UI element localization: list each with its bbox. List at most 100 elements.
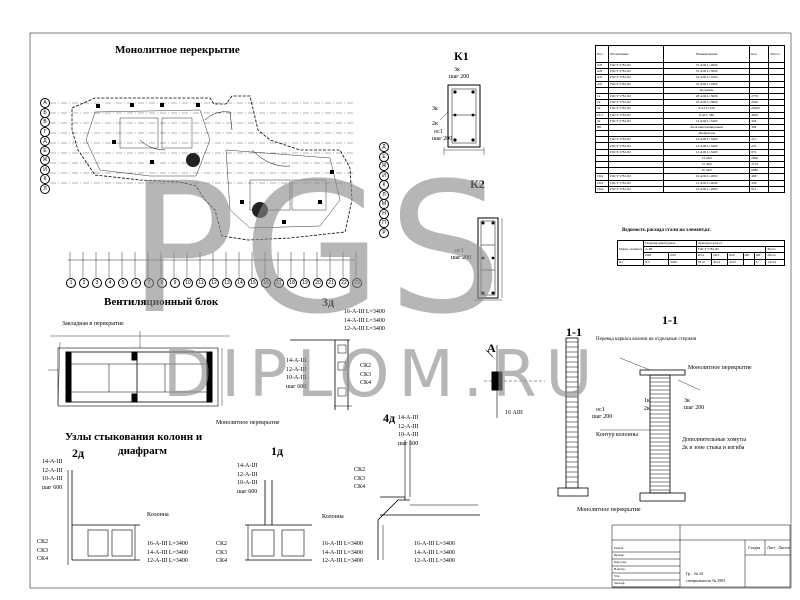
stamp-row-label: Консульт. <box>614 560 627 564</box>
title-nodes-2: диафрагм <box>118 445 167 457</box>
node-2d-left: 14-А-III 12-А-III 10-А-III шаг 600 <box>42 458 62 492</box>
spec-h-designation: Обозначение <box>607 45 665 63</box>
k1-side-note-3: ос1 <box>434 129 443 135</box>
axis-mark-left: К <box>40 174 50 184</box>
node-2d-ck: СК2 СК3 СК4 <box>37 538 48 564</box>
node-2d-ck-1: СК2 <box>37 539 49 545</box>
spec-cell: 10 АIII L=2600 <box>663 185 751 193</box>
steel-cell-3: 2462 <box>668 258 697 266</box>
slab-outline <box>71 95 353 241</box>
steel-cell-4: 6712 <box>695 258 713 266</box>
node-4d-bar-2: 14-А-III L=3400 <box>414 549 455 556</box>
node-1d-bar-3: 12-А-III L=3400 <box>322 558 363 564</box>
k2-note-2: шаг 200 <box>451 255 472 261</box>
sec11-contour: Контур колонны <box>596 432 638 438</box>
dim-ticks <box>69 252 357 278</box>
vent-embed-note: Закладная в перекрытие <box>62 321 124 327</box>
node-2d-bar-1: 16-А-III L=3400 <box>147 541 188 547</box>
steel-cell-8: 6 <box>754 258 767 266</box>
axis-mark-number: 6 <box>131 278 141 288</box>
k1-top-note-2: шаг 200 <box>449 74 470 80</box>
steel-cell-2: 8,5 <box>643 258 670 266</box>
title-node-4d: 4д <box>383 411 396 425</box>
plan-axis-lines <box>50 102 355 184</box>
title-1-1-right: 1-1 <box>662 313 678 327</box>
steel-cell-9: 14714 <box>765 258 785 266</box>
node-2d-ck-3: СК4 <box>37 556 49 562</box>
node-4d-left-3: 10-А-III <box>398 432 419 438</box>
node-2d-drawing <box>67 470 140 565</box>
axis-mark-right: Р <box>379 227 389 238</box>
outer-frame <box>29 32 792 589</box>
k2-note-1: ос1 <box>455 248 464 254</box>
k1-section <box>439 84 485 155</box>
title-node-3d: 3д <box>322 295 335 309</box>
node-3d-bar-2: 14-А-III L=3400 <box>344 317 385 324</box>
node-3d-ck-3: СК4 <box>360 380 372 386</box>
sec11-bottom: Монолитное перекрытие <box>577 507 641 513</box>
axis-mark-number: 1 <box>66 278 76 288</box>
axis-mark-number: 16 <box>261 278 271 288</box>
title-k2: К2 <box>470 177 485 191</box>
title-monolith: Монолитное перекрытие <box>115 44 240 56</box>
stamp-row-label: Провер. <box>614 553 625 557</box>
node-4d-ck: СК2 СК3 СК4 <box>354 466 365 492</box>
slab-plan <box>50 95 357 278</box>
axis-mark-number: 4 <box>105 278 115 288</box>
steel-table: Марка элемента Изделия арматурные Армату… <box>616 239 786 266</box>
axis-mark-number: 11 <box>196 278 206 288</box>
stamp-stage: Стадия <box>748 545 761 550</box>
axis-mark-number: 17 <box>274 278 284 288</box>
node-2d-left-1: 14-А-III <box>42 459 63 465</box>
axis-mark-number: 10 <box>183 278 193 288</box>
node-4d-bars: 16-А-III L=3400 14-А-III L=3400 12-А-III… <box>414 540 455 566</box>
axis-mark-left: В <box>40 117 50 127</box>
vent-block <box>48 331 230 407</box>
stamp-group-2: специальность № 2903 <box>686 578 726 583</box>
sec11-extra-1: Дополнительные хомуты <box>682 437 747 443</box>
axis-mark-number: 13 <box>222 278 232 288</box>
stamp-frame <box>611 524 791 588</box>
node-3d-bars: 16-А-III L=3400 14-А-III L=3400 12-А-III… <box>344 308 385 334</box>
k1-side-note-2: 2к <box>432 121 438 127</box>
node-4d-left-1: 14-А-III <box>398 415 419 421</box>
node-3d-left: 14-А-III 12-А-III 10-А-III шаг 600 <box>286 357 306 391</box>
node-3d-ck: СК2 СК3 СК4 <box>360 362 371 388</box>
shaft-2 <box>252 202 268 218</box>
node-3d-bar-3: 12-А-III L=3400 <box>344 326 385 332</box>
axis-mark-left: И <box>40 164 50 175</box>
axis-mark-number: 22 <box>339 278 349 288</box>
plan-columns <box>96 103 334 224</box>
node-3d-bar-1: 16-А-III L=3400 <box>344 309 385 315</box>
node-1d-bars: 16-А-III L=3400 14-А-III L=3400 12-А-III… <box>322 540 363 566</box>
axis-mark-number: 5 <box>118 278 128 288</box>
k1-top-note-1: 3к <box>454 67 460 73</box>
title-section-a: А <box>487 341 496 355</box>
axis-mark-number: 23 <box>352 278 362 288</box>
node-3d-ck-2: СК3 <box>360 371 372 378</box>
node-1d-left: 14-А-III 12-А-III 10-А-III шаг 600 <box>237 462 257 496</box>
axis-mark-number: 14 <box>235 278 245 288</box>
title-steel-table: Ведомость расхода стали на элемент,кг. <box>622 228 711 233</box>
node-2d-left-4: шаг 600 <box>42 484 63 491</box>
spec-h-name: Наименование <box>663 45 751 63</box>
node-3d-left-2: 12-А-III <box>286 366 307 373</box>
axis-mark-number: 19 <box>300 278 310 288</box>
node-1d-bar-1: 16-А-III L=3400 <box>322 541 363 547</box>
node-1d-bar-2: 14-А-III L=3400 <box>322 549 363 556</box>
axis-mark-left: Ж <box>40 155 50 165</box>
sec11-note-3: 1к <box>644 398 650 404</box>
node-3d-left-1: 14-А-III <box>286 358 307 364</box>
node-1d-left-2: 12-А-III <box>237 471 258 478</box>
node-1d-ck-1: СК2 <box>216 541 228 547</box>
title-node-2d: 2д <box>72 446 85 460</box>
shaft-1 <box>186 153 200 167</box>
node-1d-left-1: 14-А-III <box>237 463 258 469</box>
sec11-note-2: шаг 200 <box>592 414 613 420</box>
steel-cell-1: К1 <box>616 258 645 266</box>
node-1d-ck-2: СК3 <box>216 549 228 556</box>
